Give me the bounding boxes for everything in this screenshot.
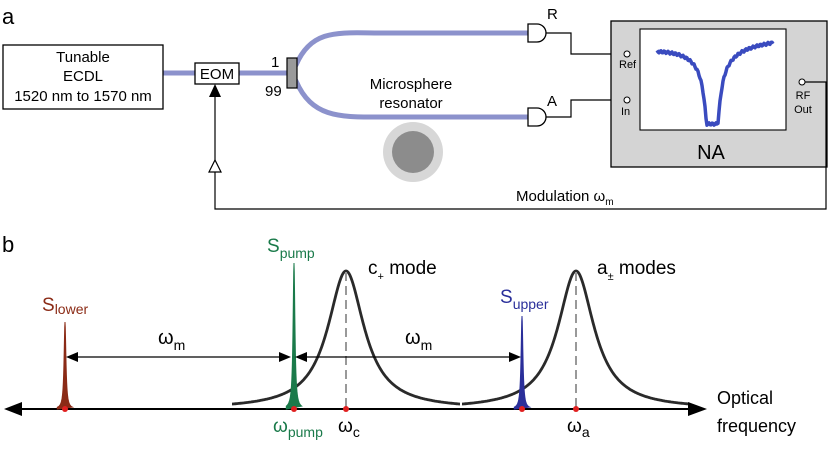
spacing-right-arrowhead-left-icon — [295, 352, 307, 362]
laser-label-line2: ECDL — [63, 68, 103, 85]
a-modes-label: a± modes — [597, 258, 676, 283]
axis-label-line1: Optical — [717, 388, 773, 408]
s-upper-sideband-peak — [513, 315, 532, 410]
coupler-block — [286, 57, 298, 89]
eom-box — [194, 62, 240, 85]
axis-right-arrow-icon — [688, 402, 707, 416]
marker-pump — [291, 406, 297, 412]
port-in-label: In — [621, 106, 630, 118]
resonator-label-line2: resonator — [379, 95, 442, 112]
laser-box — [2, 44, 164, 110]
s-lower-sideband-peak — [56, 321, 75, 410]
modulation-wire — [214, 81, 827, 210]
detector-r-shape — [527, 23, 547, 43]
port-ref-label: Ref — [619, 59, 637, 71]
c-mode-label: c+ mode — [368, 258, 437, 283]
spacing-right-arrowhead-right-icon — [509, 352, 521, 362]
marker-upper — [519, 406, 525, 412]
fiber-coupler: 1 99 — [265, 54, 298, 100]
port-rf-label-line2: Out — [794, 104, 812, 116]
marker-c — [343, 406, 349, 412]
detector-a-shape — [527, 107, 547, 127]
s-lower-label: Slower — [42, 295, 88, 317]
spacing-left-arrowhead-right-icon — [279, 352, 291, 362]
panel-b-label: b — [2, 232, 14, 257]
modulation-feedback: Modulation ωm — [208, 81, 827, 210]
resonator-label-line1: Microsphere — [370, 76, 453, 93]
omega-c-label: ωc — [338, 416, 360, 440]
axis-label-line2: frequency — [717, 416, 796, 436]
spacing-right-label: ωm — [405, 327, 432, 353]
optical-fibers — [160, 30, 531, 120]
spacing-left-arrowhead-left-icon — [66, 352, 78, 362]
analyzer-trace — [655, 40, 775, 127]
frequency-axis: Optical frequency — [4, 388, 796, 436]
eom-label: EOM — [200, 66, 234, 83]
fiber-resonator-arm — [293, 78, 531, 120]
detector-a-label: A — [547, 93, 557, 110]
panel-a-label: a — [2, 4, 15, 29]
port-ref-connector — [623, 50, 631, 58]
marker-a — [573, 406, 579, 412]
fiber-reference-arm — [293, 30, 531, 68]
eom-modulator: EOM — [194, 62, 240, 85]
modulation-amplifier-icon — [208, 158, 222, 173]
marker-lower — [62, 406, 68, 412]
s-pump-peak — [285, 262, 303, 410]
laser-label-line3: 1520 nm to 1570 nm — [14, 88, 152, 105]
photodetector-r: R — [527, 6, 625, 55]
photodetector-a: A — [527, 93, 625, 127]
eom-input-arrow-icon — [209, 84, 221, 97]
spacing-arrow-left — [66, 352, 291, 362]
a-mode-resonance-curve — [462, 269, 690, 406]
axis-markers — [62, 406, 579, 412]
omega-pump-label: ωpump — [273, 416, 323, 440]
wire-a-to-in — [546, 99, 625, 118]
laser-label-line1: Tunable — [56, 49, 110, 66]
detector-r-label: R — [547, 6, 558, 23]
axis-left-arrow-icon — [4, 402, 22, 416]
analyzer-name: NA — [697, 142, 725, 164]
wire-r-to-ref — [546, 32, 625, 55]
coupler-port-bottom-label: 99 — [265, 83, 282, 100]
tunable-laser: Tunable ECDL 1520 nm to 1570 nm — [2, 44, 164, 110]
port-rf-label-line1: RF — [796, 90, 811, 102]
coupler-port-top-label: 1 — [271, 54, 279, 71]
spacing-arrow-right — [295, 352, 521, 362]
network-analyzer: NA Ref In RF Out — [610, 20, 828, 168]
port-rf-connector — [798, 78, 806, 86]
microsphere-resonator: Microsphere resonator — [370, 76, 453, 182]
s-pump-label: Spump — [267, 236, 315, 261]
c-mode-resonance-curve — [232, 269, 460, 406]
microsphere-inner — [392, 131, 434, 173]
omega-a-label: ωa — [567, 416, 590, 440]
s-upper-label: Supper — [500, 287, 549, 312]
port-in-connector — [623, 96, 631, 104]
spacing-left-label: ωm — [158, 327, 185, 353]
modulation-label: Modulation ωm — [516, 188, 614, 208]
